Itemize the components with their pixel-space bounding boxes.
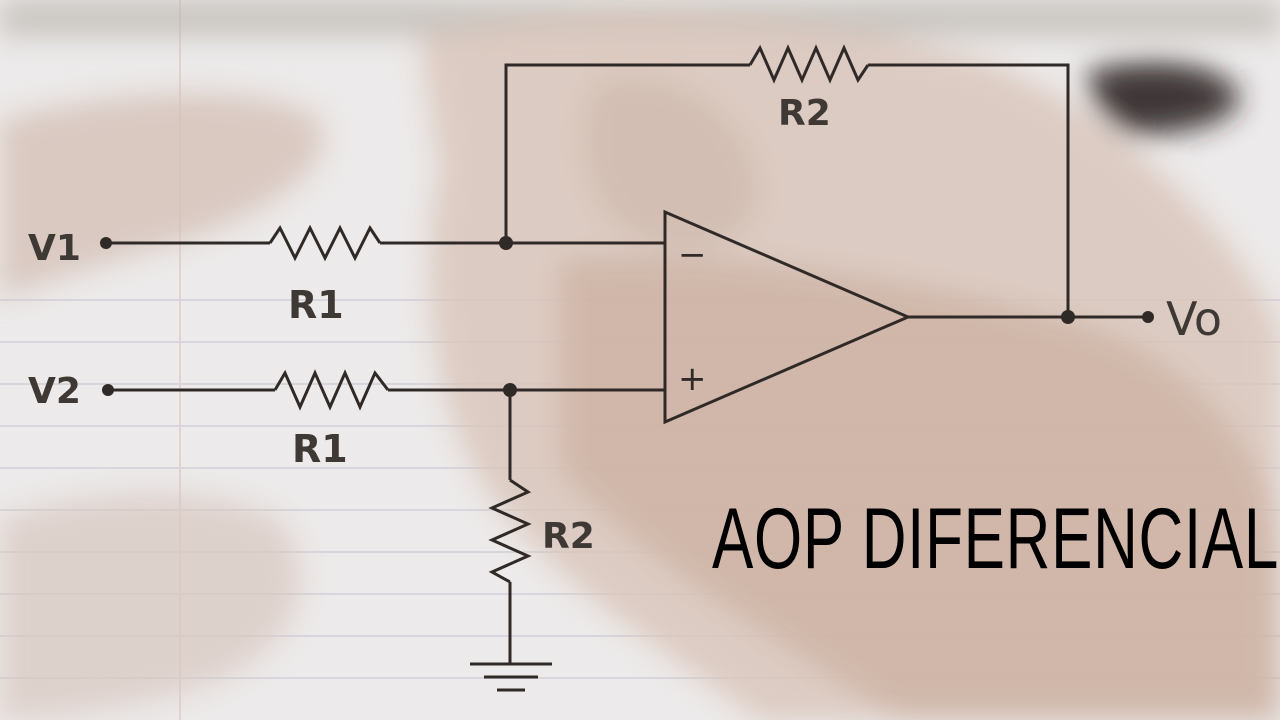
wire-feedback-left <box>504 63 750 243</box>
terminal-v2 <box>102 384 114 396</box>
resistor-r1-top <box>268 224 382 262</box>
node-noninverting <box>503 383 517 397</box>
opamp-triangle <box>663 209 912 425</box>
resistor-r2-ground <box>488 478 532 584</box>
resistor-r2-feedback <box>748 44 870 84</box>
opamp-inverting-sign: − <box>678 235 707 275</box>
wire-feedback-right <box>868 63 1070 316</box>
terminal-v1 <box>100 237 112 249</box>
label-v1: V1 <box>28 228 81 269</box>
label-v2: V2 <box>28 371 81 412</box>
label-r2-ground: R2 <box>542 516 595 557</box>
label-r1-bottom: R1 <box>292 427 348 471</box>
ground-symbol <box>470 662 552 692</box>
node-output <box>1061 310 1075 324</box>
resistor-r1-bottom <box>273 369 390 411</box>
opamp-noninverting-sign: + <box>678 359 707 399</box>
terminal-vo <box>1142 311 1154 323</box>
label-vo: Vo <box>1166 292 1222 346</box>
video-title-caption: AOP DIFERENCIAL <box>712 491 1280 587</box>
node-inverting <box>499 236 513 250</box>
label-r2-feedback: R2 <box>778 93 831 134</box>
label-r1-top: R1 <box>288 283 344 327</box>
